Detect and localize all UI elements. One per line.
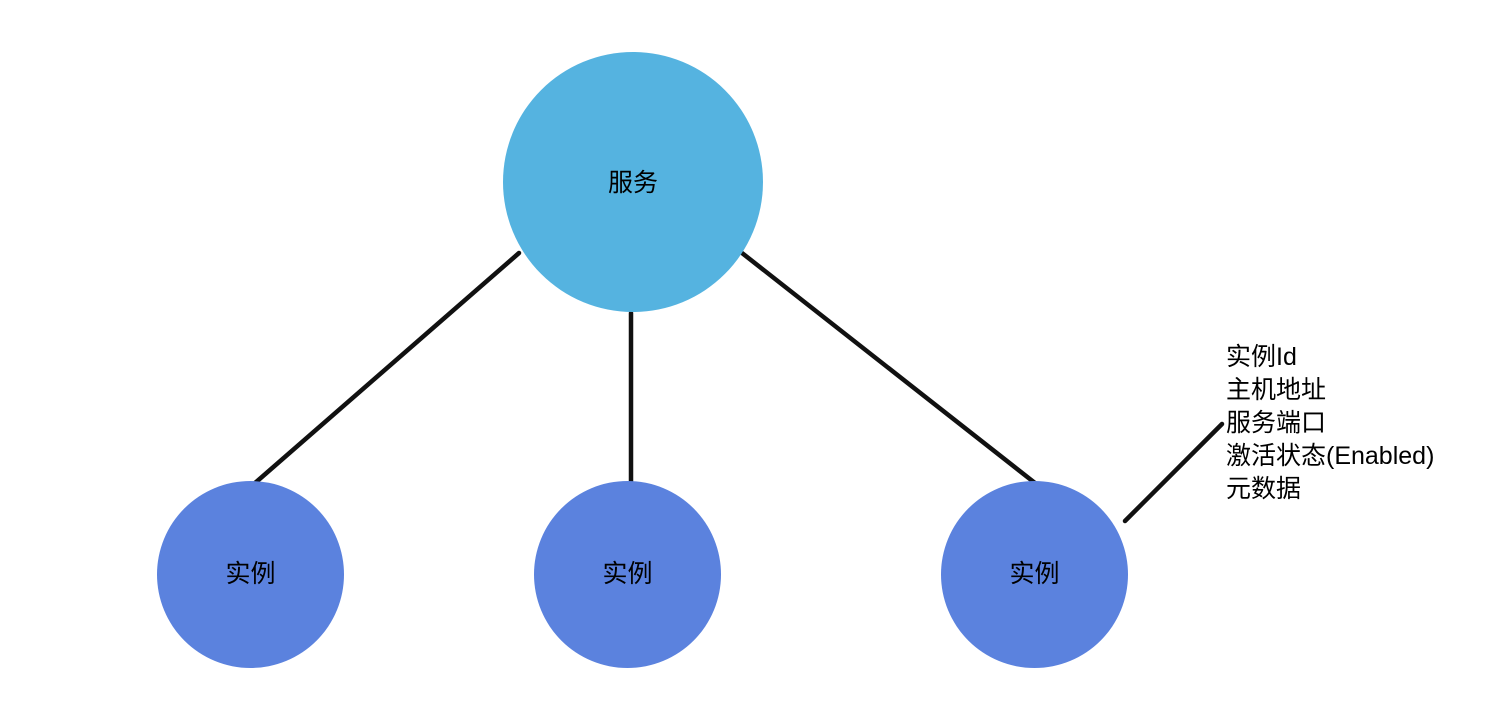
instance-node-3[interactable]: 实例 [941,481,1128,668]
annotation-line-enabled-status: 激活状态(Enabled) [1226,442,1435,470]
service-node-label: 服务 [607,168,658,197]
service-node[interactable]: 服务 [503,52,763,312]
annotation-line-instance-id: 实例Id [1226,343,1297,371]
instance-attributes-annotation: 实例Id 主机地址 服务端口 激活状态(Enabled) 元数据 [1226,341,1476,506]
instance-node-2[interactable]: 实例 [534,481,721,668]
annotation-line-host-address: 主机地址 [1226,376,1327,404]
instance-node-2-label: 实例 [602,560,653,588]
edge-service-to-instance-1 [252,250,522,486]
annotation-line-metadata: 元数据 [1226,475,1302,503]
edge-instance-3-to-annotation [1122,421,1225,524]
edge-service-to-instance-3 [739,250,1038,486]
annotation-line-service-port: 服务端口 [1226,409,1327,437]
instance-node-3-label: 实例 [1009,560,1060,588]
instance-node-1[interactable]: 实例 [157,481,344,668]
instance-node-1-label: 实例 [225,560,276,588]
